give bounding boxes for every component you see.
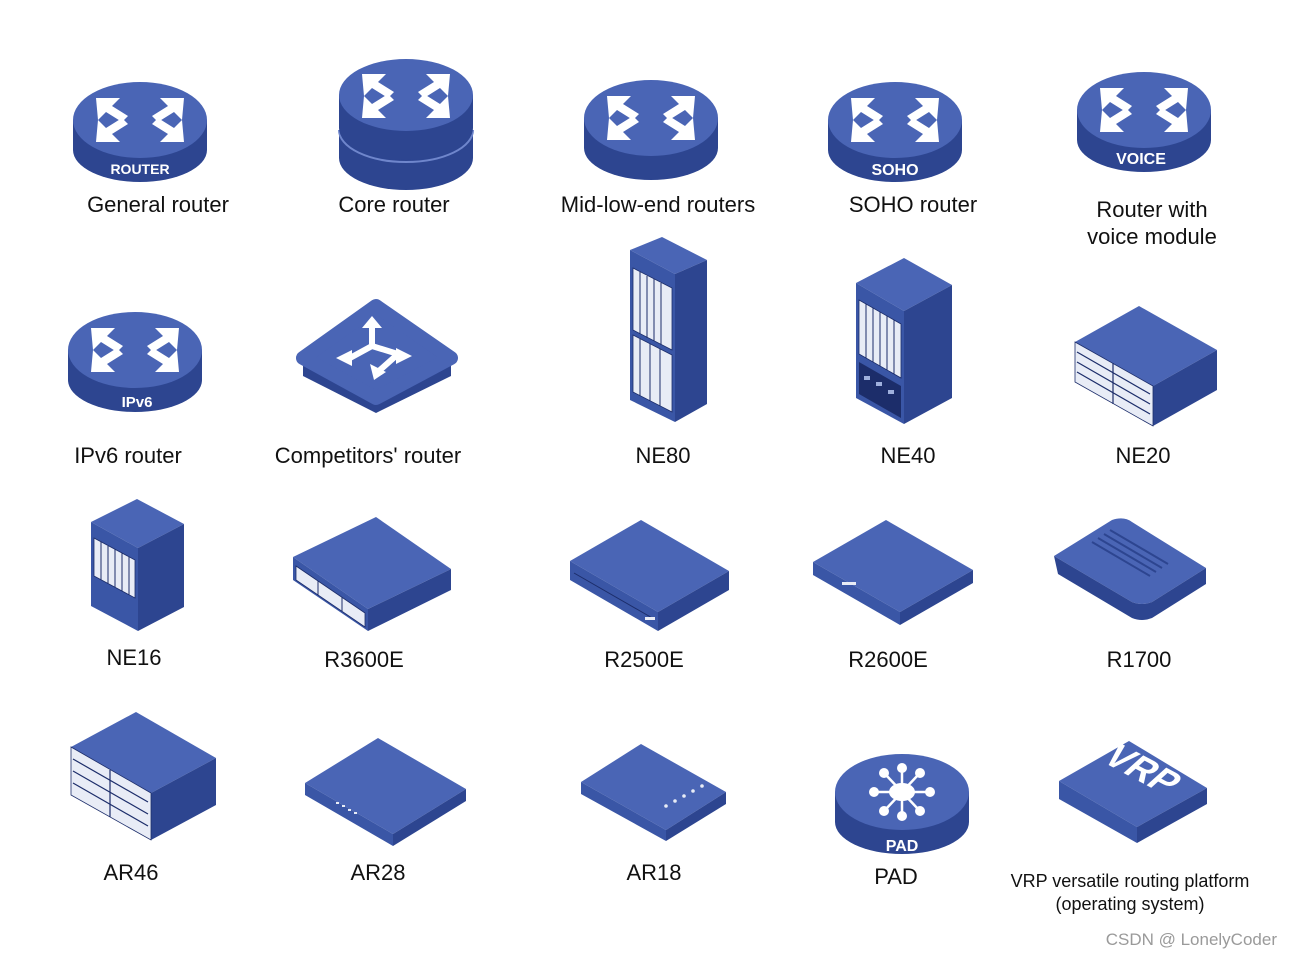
caption-ne40: NE40 — [880, 443, 936, 468]
caption-ipv6-router: IPv6 router — [74, 443, 182, 468]
ipv6-badge-text: IPv6 — [122, 394, 153, 411]
caption-competitors-router: Competitors' router — [274, 443, 462, 468]
caption-ar18: AR18 — [626, 860, 682, 885]
caption-pad: PAD — [874, 864, 918, 889]
caption-ar28: AR28 — [350, 860, 406, 885]
caption-core-router: Core router — [338, 192, 450, 217]
caption-ne20: NE20 — [1115, 443, 1171, 468]
caption-soho-router: SOHO router — [848, 192, 978, 217]
caption-mid-low-end-routers: Mid-low-end routers — [560, 192, 756, 217]
caption-r2600e: R2600E — [848, 647, 928, 672]
pad-badge-text: PAD — [886, 838, 919, 855]
caption-ne80: NE80 — [635, 443, 691, 468]
voice-badge-text: VOICE — [1116, 151, 1166, 168]
caption-vrp: VRP versatile routing platform (operatin… — [990, 870, 1270, 916]
watermark: CSDN @ LonelyCoder — [1105, 930, 1277, 949]
caption-r3600e: R3600E — [324, 647, 404, 672]
caption-ne16: NE16 — [106, 645, 162, 670]
caption-general-router: General router — [87, 192, 229, 217]
caption-line: (operating system) — [1055, 894, 1205, 914]
caption-r2500e: R2500E — [604, 647, 684, 672]
caption-line: voice module — [1087, 224, 1217, 249]
caption-voice-router: Router with voice module — [1052, 196, 1252, 250]
caption-line: Router with — [1096, 197, 1208, 222]
caption-r1700: R1700 — [1106, 647, 1172, 672]
caption-line: VRP versatile routing platform — [1010, 871, 1250, 891]
caption-ar46: AR46 — [103, 860, 159, 885]
soho-badge-text: SOHO — [871, 162, 918, 179]
router-badge-text: ROUTER — [110, 161, 169, 177]
